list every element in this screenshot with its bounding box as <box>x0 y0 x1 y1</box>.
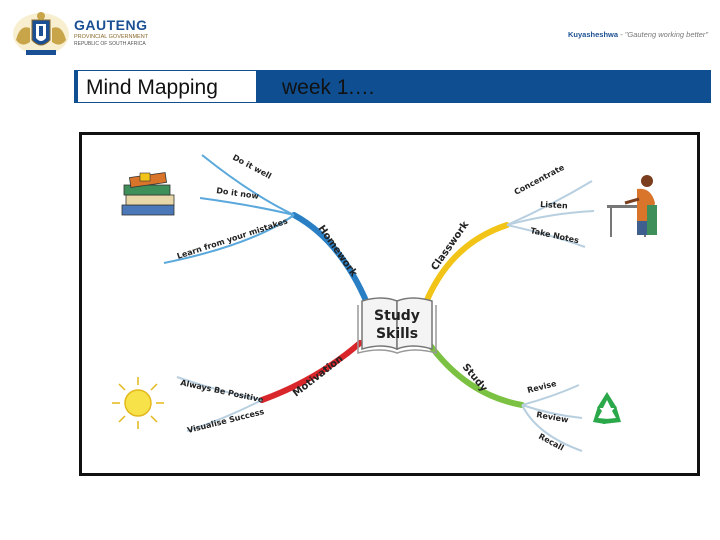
recycle-icon <box>593 392 621 424</box>
sun-icon <box>112 377 164 429</box>
student-at-desk-icon <box>607 175 657 237</box>
mind-map-frame: Homework Do it well Do it now Learn from… <box>79 132 700 476</box>
branch-study: Study Revise Review Recall <box>427 342 583 453</box>
brand-subtitle: PROVINCIAL GOVERNMENT <box>74 34 149 40</box>
study-item-revise: Revise <box>526 379 558 395</box>
coat-of-arms-icon <box>13 12 69 55</box>
homework-item-do-it-now: Do it now <box>216 186 260 201</box>
study-item-recall: Recall <box>537 432 565 453</box>
branch-classwork: Classwork Concentrate Listen Take Notes <box>424 163 595 303</box>
center-line2: Skills <box>376 326 418 342</box>
tagline-bold: Kuyasheshwa <box>568 30 619 39</box>
title-bar-white-panel <box>78 71 256 102</box>
motivation-item-always-be-positive: Always Be Positive <box>180 378 265 405</box>
homework-item-do-it-well: Do it well <box>231 153 273 181</box>
brand-subtitle-country: REPUBLIC OF SOUTH AFRICA <box>74 41 146 47</box>
homework-label: Homework <box>316 223 360 279</box>
study-item-review: Review <box>536 410 570 425</box>
motivation-item-visualise-success: Visualise Success <box>186 407 265 435</box>
slide-title: Mind Mapping <box>86 76 218 99</box>
center-study-skills: Study Skills <box>357 297 437 354</box>
classwork-item-concentrate: Concentrate <box>513 163 567 197</box>
brand-name: GAUTENG <box>74 17 148 33</box>
gauteng-logo: GAUTENG PROVINCIAL GOVERNMENT REPUBLIC O… <box>10 10 150 58</box>
books-icon <box>121 172 175 216</box>
motivation-label: Motivation <box>291 353 345 399</box>
classwork-item-listen: Listen <box>540 200 568 210</box>
tagline-rest: - "Gauteng working better" <box>618 30 708 39</box>
header: GAUTENG PROVINCIAL GOVERNMENT REPUBLIC O… <box>0 0 720 66</box>
slide-subtitle: week 1.… <box>282 76 376 99</box>
branch-motivation: Motivation Always Be Positive Visualise … <box>176 340 363 435</box>
center-line1: Study <box>374 308 420 324</box>
classwork-item-take-notes: Take Notes <box>530 226 580 245</box>
mind-map: Homework Do it well Do it now Learn from… <box>112 153 657 453</box>
tagline: Kuyasheshwa - "Gauteng working better" <box>568 30 708 39</box>
branch-homework: Homework Do it well Do it now Learn from… <box>163 153 370 306</box>
homework-item-learn-from-mistakes: Learn from your mistakes <box>176 216 289 260</box>
